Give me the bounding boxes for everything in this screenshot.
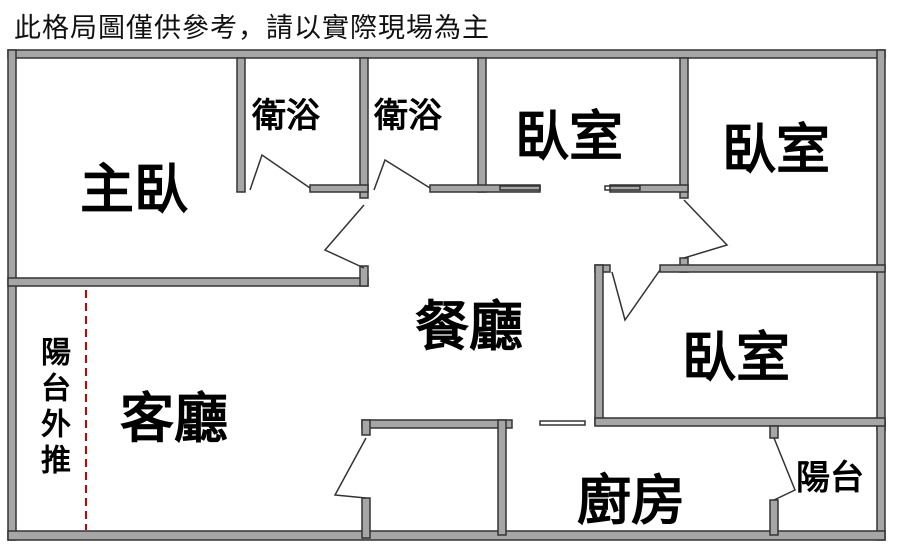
room-label-bedroom-2: 臥室: [722, 118, 830, 181]
disclaimer-notice: 此格局圖僅供參考，請以實際現場為主: [14, 13, 490, 44]
room-label-bathroom-1: 衛浴: [252, 96, 320, 136]
room-label-living-room: 客廳: [120, 387, 228, 450]
room-label-bedroom-1: 臥室: [515, 105, 623, 168]
room-label-dining-room: 餐廳: [415, 295, 523, 358]
room-label-bathroom-2: 衛浴: [374, 96, 442, 136]
room-label-kitchen: 廚房: [577, 469, 685, 532]
room-label-bedroom-3: 臥室: [682, 326, 790, 389]
doors: [249, 153, 796, 501]
room-label-master-bedroom: 主臥: [80, 158, 188, 221]
walls: [7, 49, 886, 541]
room-label-balcony-extension: 陽台外推: [35, 336, 70, 480]
room-label-balcony: 陽台: [796, 458, 864, 498]
